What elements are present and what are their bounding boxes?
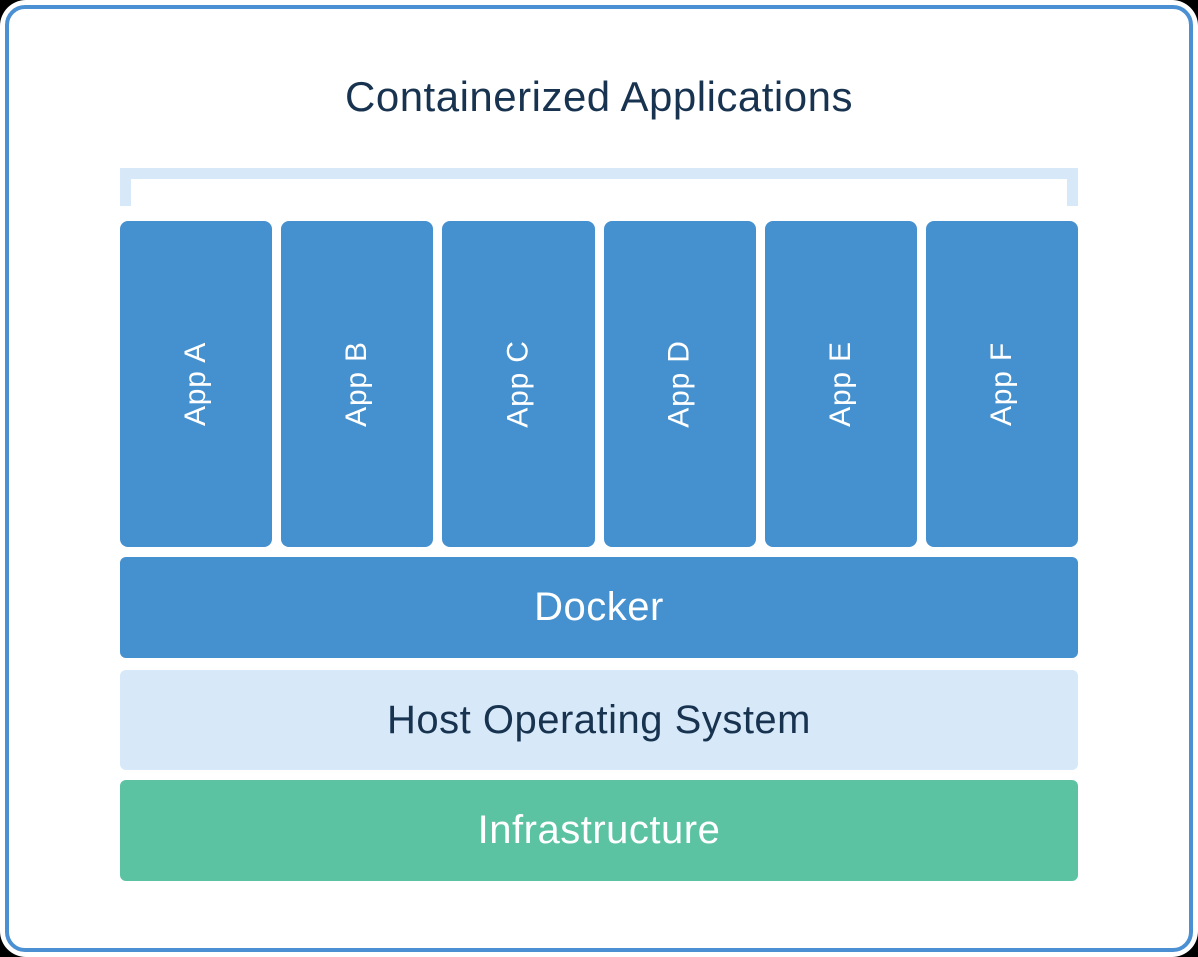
app-box-b: App B [281,221,434,547]
app-label-e: App E [823,341,857,427]
app-label-c: App C [501,340,535,428]
containerized-apps-bracket [120,168,1078,206]
app-label-b: App B [340,341,374,427]
app-box-d: App D [603,221,756,547]
app-box-a: App A [120,221,273,547]
layer-infrastructure-label: Infrastructure [477,808,721,852]
app-label-a: App A [179,341,213,427]
diagram-title: Containerized Applications [345,73,853,120]
app-label-d: App D [662,340,696,428]
app-box-f: App F [925,221,1079,547]
app-box-e: App E [764,221,917,547]
layer-infrastructure: Infrastructure [120,780,1078,881]
layer-host-operating-system: Host Operating System [120,670,1078,770]
apps-row: App A App B App C App D App E App F [120,221,1079,547]
layer-docker-label: Docker [534,585,664,629]
layer-host-os-label: Host Operating System [387,697,811,742]
app-label-f: App F [984,341,1018,427]
layer-docker: Docker [120,557,1078,658]
app-box-c: App C [442,221,595,547]
